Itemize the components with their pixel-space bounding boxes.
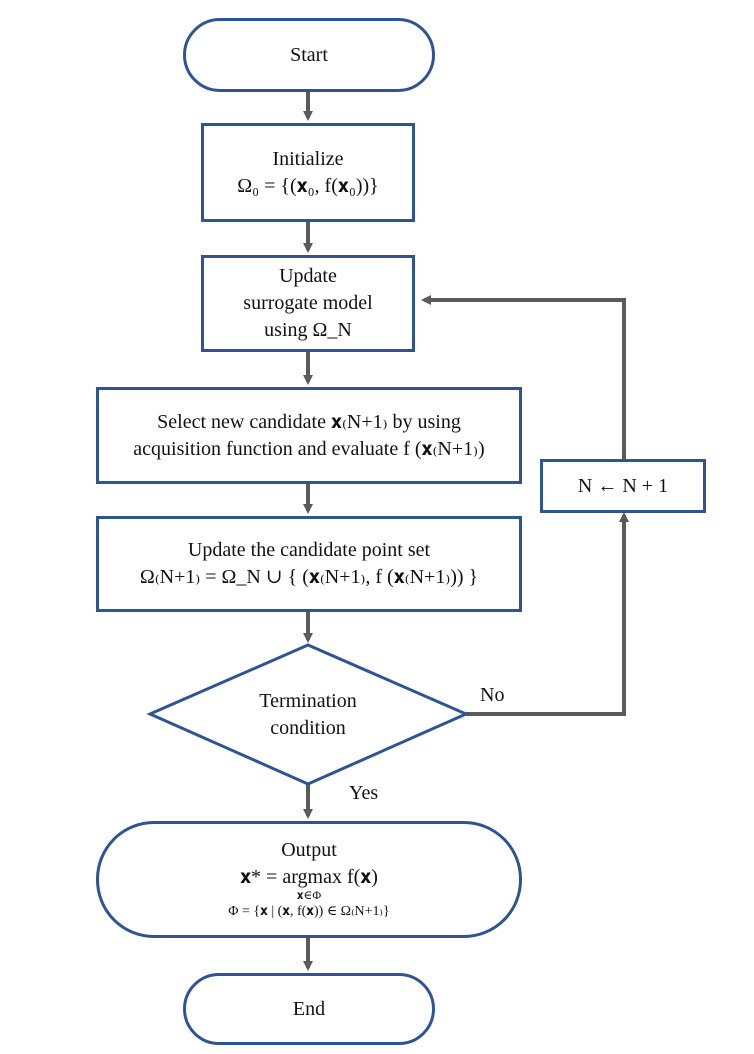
output-set-def: Φ = {𝐱 | (𝐱, f(𝐱)) ∈ Ω₍N+1₎} <box>228 904 390 920</box>
arrow-increment-to-update <box>421 295 626 459</box>
update-model-line3: using Ω_N <box>264 319 352 341</box>
update-model-line2: surrogate model <box>243 292 373 314</box>
update-candidate-set-node: Update the candidate point set Ω₍N+1₎ = … <box>96 516 522 612</box>
update-set-title: Update the candidate point set <box>187 539 431 561</box>
end-node: End <box>183 973 435 1045</box>
output-formula-block: 𝐱* = argmax f(𝐱) 𝐱∈Φ <box>240 864 378 903</box>
update-model-line1: Update <box>279 265 337 287</box>
start-label: Start <box>290 43 328 66</box>
start-node: Start <box>183 18 435 92</box>
termination-line1: Termination <box>259 690 357 712</box>
update-model-node: Update surrogate model using Ω_N <box>201 255 415 352</box>
end-label: End <box>292 997 326 1020</box>
select-line1: Select new candidate 𝐱₍N+1₎ by using <box>157 409 461 436</box>
initialize-title: Initialize <box>272 147 344 170</box>
initialize-formula: Ω₀ = {(𝐱₀, f(𝐱₀))} <box>237 174 379 197</box>
arrow-no-to-increment <box>466 512 629 716</box>
output-formula-sub: 𝐱∈Φ <box>296 887 322 902</box>
select-candidate-node: Select new candidate 𝐱₍N+1₎ by using acq… <box>96 387 522 484</box>
select-line2-math: f (𝐱₍N+1₎) <box>403 437 485 460</box>
select-line1-prefix: Select new candidate <box>157 410 326 433</box>
update-set-formula: Ω₍N+1₎ = Ω_N ∪ { (𝐱₍N+1₎, f (𝐱₍N+1₎)) } <box>139 566 479 588</box>
output-formula: 𝐱* = argmax f(𝐱) <box>240 865 378 888</box>
yes-label: Yes <box>349 782 379 804</box>
select-line1-suffix: by using <box>392 410 461 433</box>
output-node: Output 𝐱* = argmax f(𝐱) 𝐱∈Φ Φ = {𝐱 | (𝐱,… <box>96 821 522 938</box>
initialize-node: Initialize Ω₀ = {(𝐱₀, f(𝐱₀))} <box>201 123 415 222</box>
increment-node: N ← N + 1 <box>540 459 706 513</box>
termination-label: Termination condition <box>208 688 408 742</box>
termination-diamond <box>146 643 470 786</box>
increment-formula: N ← N + 1 <box>577 474 669 497</box>
no-label: No <box>480 684 505 706</box>
select-line1-math: 𝐱₍N+1₎ <box>330 410 388 433</box>
output-title: Output <box>281 838 337 861</box>
select-line2: acquisition function and evaluate f (𝐱₍N… <box>133 436 484 463</box>
termination-line2: condition <box>270 717 346 739</box>
select-line2-prefix: acquisition function and evaluate <box>133 437 399 460</box>
